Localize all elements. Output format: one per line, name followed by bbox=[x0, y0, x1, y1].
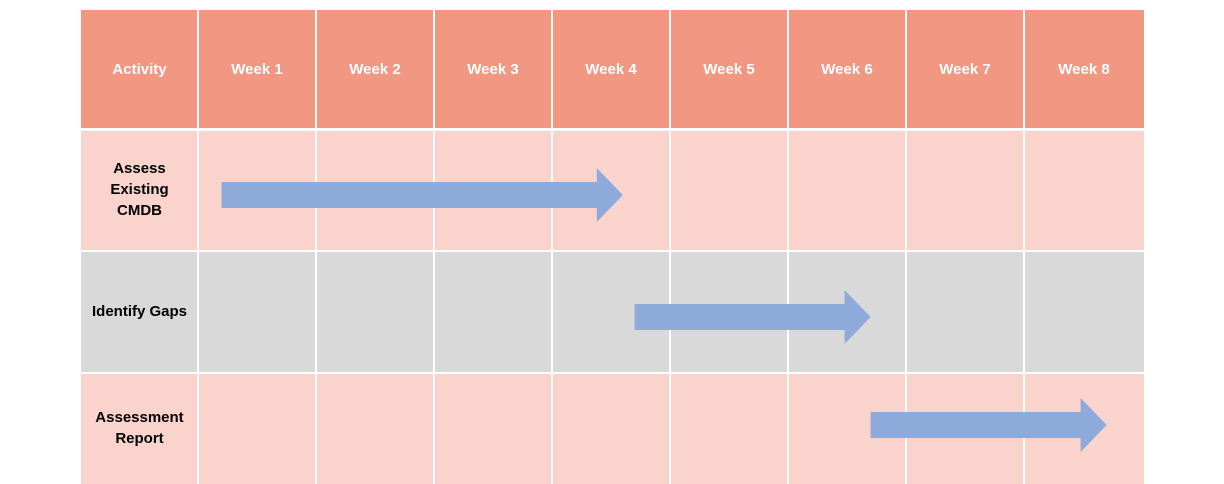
activity-arrow-1 bbox=[221, 168, 623, 222]
header-week-4: Week 4 bbox=[552, 10, 670, 129]
header-week-5: Week 5 bbox=[670, 10, 788, 129]
row-background-2 bbox=[81, 250, 1144, 372]
grid-line bbox=[1023, 10, 1025, 484]
grid-line bbox=[433, 10, 435, 484]
header-week-2: Week 2 bbox=[316, 10, 434, 129]
header-activity: Activity bbox=[81, 10, 198, 129]
header-week-8: Week 8 bbox=[1024, 10, 1144, 129]
activity-label-2: Identify Gaps bbox=[91, 302, 188, 320]
activity-arrow-3 bbox=[870, 398, 1107, 452]
grid-line bbox=[315, 10, 317, 484]
activity-arrow-2 bbox=[634, 290, 871, 344]
header-week-7: Week 7 bbox=[906, 10, 1024, 129]
header-week-3: Week 3 bbox=[434, 10, 552, 129]
activity-label-1: Assess Existing CMDB bbox=[110, 160, 169, 219]
grid-line bbox=[551, 10, 553, 484]
header-week-6: Week 6 bbox=[788, 10, 906, 129]
activity-arrows bbox=[221, 168, 1107, 452]
header-week-1: Week 1 bbox=[198, 10, 316, 129]
gantt-chart: Activity Week 1 Week 2 Week 3 Week 4 Wee… bbox=[81, 10, 1144, 484]
activity-label-3: Assessment Report bbox=[95, 409, 184, 447]
grid-line bbox=[81, 372, 1144, 374]
grid-line bbox=[787, 10, 789, 484]
grid-line bbox=[81, 128, 1144, 131]
grid-line bbox=[81, 250, 1144, 252]
grid-line bbox=[669, 10, 671, 484]
grid-line bbox=[197, 10, 199, 484]
grid-line bbox=[905, 10, 907, 484]
